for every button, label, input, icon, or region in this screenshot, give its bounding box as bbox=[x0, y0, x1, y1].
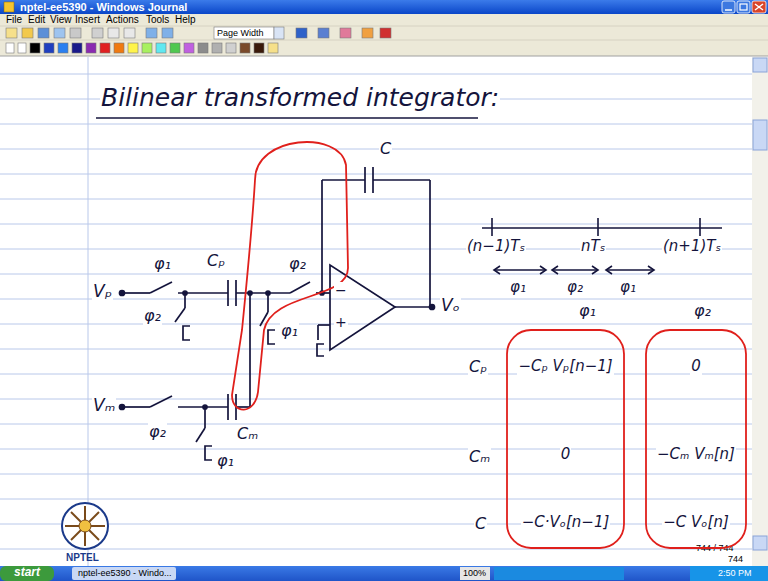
table-header: φ₂ bbox=[693, 302, 712, 320]
zoom-select: Page Width bbox=[217, 28, 264, 38]
table-cell: 0 bbox=[560, 446, 572, 463]
phase-interval: φ₂ bbox=[566, 279, 584, 296]
menu-item: View bbox=[50, 14, 72, 26]
row-label: Cₚ bbox=[468, 358, 488, 376]
time-mark: nTₛ bbox=[580, 238, 606, 255]
table-cell: −Cₚ Vₚ[n−1] bbox=[517, 358, 613, 375]
capacitor-name: Cₚ bbox=[206, 252, 226, 270]
taskbar-item: nptel-ee5390 - Windo... bbox=[78, 568, 172, 578]
row-label: C bbox=[474, 515, 487, 533]
switch-phase: φ₂ bbox=[288, 255, 307, 273]
menu-item: Help bbox=[175, 14, 196, 26]
window-title: nptel-ee5390 - Windows Journal bbox=[20, 1, 187, 14]
table-cell: −C·Vₒ[n−1] bbox=[521, 514, 611, 531]
clock: 2:50 PM bbox=[718, 568, 752, 578]
phase-interval: φ₁ bbox=[619, 279, 637, 296]
phase-interval: φ₁ bbox=[509, 279, 527, 296]
table-column-loop: −Cₚ Vₚ[n−1] 0 −C·Vₒ[n−1] bbox=[505, 328, 626, 550]
page-number: 744 bbox=[728, 554, 743, 564]
loop-path bbox=[507, 330, 624, 548]
capacitor-name: Cₘ bbox=[236, 425, 259, 443]
switch-phase: φ₁ bbox=[280, 322, 299, 340]
logo-text: NPTEL bbox=[66, 552, 99, 564]
page-title: Bilinear transformed integrator: bbox=[100, 84, 500, 113]
time-mark: (n−1)Tₛ bbox=[466, 238, 526, 255]
table-column-loop: 0 −Cₘ Vₘ[n] −C Vₒ[n] bbox=[644, 328, 748, 550]
table-cell: −C Vₒ[n] bbox=[662, 514, 730, 531]
input-signal: Vₚ bbox=[92, 282, 113, 302]
switch-phase: φ₁ bbox=[153, 255, 172, 273]
zoom-indicator: 100% bbox=[463, 568, 486, 578]
menu-item: File bbox=[6, 14, 22, 26]
output-signal: Vₒ bbox=[440, 296, 461, 316]
time-mark: (n+1)Tₛ bbox=[662, 238, 722, 255]
opamp-pin: − bbox=[334, 282, 348, 298]
menu-item: Insert bbox=[75, 14, 100, 26]
menu-item: Tools bbox=[146, 14, 169, 26]
row-label: Cₘ bbox=[468, 448, 491, 466]
opamp-pin: + bbox=[334, 314, 348, 330]
switch-phase: φ₁ bbox=[216, 452, 235, 470]
start-button: start bbox=[14, 566, 40, 580]
switch-phase: φ₂ bbox=[148, 423, 167, 441]
menu-item: Actions bbox=[106, 14, 139, 26]
input-signal: Vₘ bbox=[92, 396, 116, 416]
menu-item: Edit bbox=[28, 14, 45, 26]
switch-phase: φ₂ bbox=[143, 307, 162, 325]
table-cell: 0 bbox=[690, 358, 702, 375]
loop-path bbox=[646, 330, 746, 548]
table-cell: −Cₘ Vₘ[n] bbox=[656, 446, 736, 463]
capacitor-name: C bbox=[379, 140, 392, 158]
table-header: φ₁ bbox=[578, 302, 597, 320]
